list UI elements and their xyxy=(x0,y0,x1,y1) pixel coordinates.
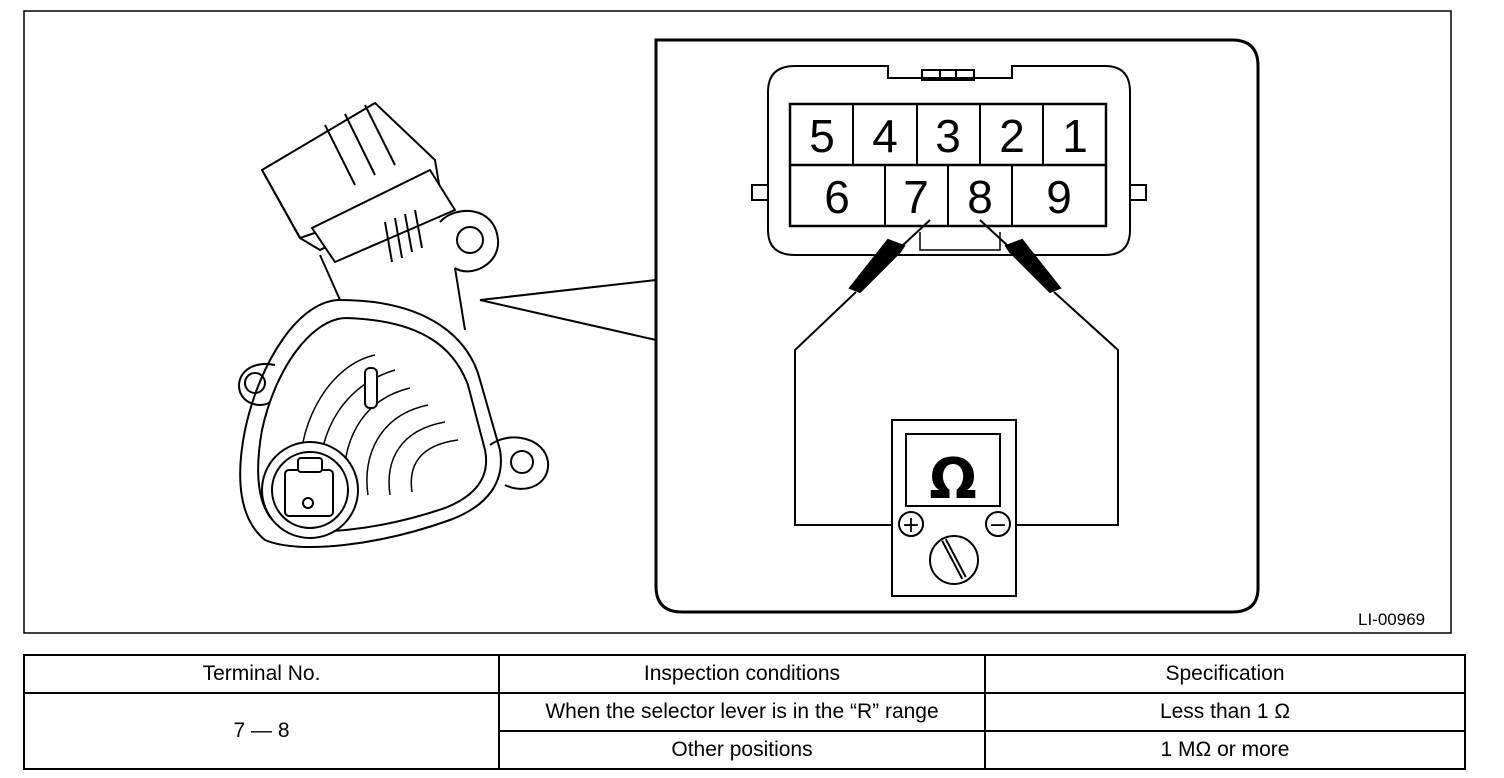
terminal-4: 4 xyxy=(872,110,898,162)
figure-id-label: LI-00969 xyxy=(1358,610,1426,629)
terminal-6: 6 xyxy=(824,171,850,223)
header-terminal-no: Terminal No. xyxy=(23,654,500,694)
ohm-symbol: Ω xyxy=(929,447,977,512)
table-header-row: Terminal No. Inspection conditions Speci… xyxy=(23,654,1466,694)
minus-terminal-icon: − xyxy=(989,513,1007,538)
terminal-1: 1 xyxy=(1062,110,1088,162)
inhibitor-switch-illustration xyxy=(238,102,657,548)
ohmmeter xyxy=(891,419,1017,597)
spec-cell: 1 MΩ or more xyxy=(984,730,1466,770)
condition-cell: When the selector lever is in the “R” ra… xyxy=(498,692,986,732)
terminal-cell: 7 — 8 xyxy=(23,692,500,770)
terminal-2: 2 xyxy=(999,110,1025,162)
terminal-7: 7 xyxy=(903,171,929,223)
spec-cell: Less than 1 Ω xyxy=(984,692,1466,732)
specification-table: Terminal No. Inspection conditions Speci… xyxy=(23,654,1466,770)
condition-cell: Other positions xyxy=(498,730,986,770)
table-row: 7 — 8 When the selector lever is in the … xyxy=(23,692,1466,770)
test-probes xyxy=(794,219,1119,526)
plus-terminal-icon: + xyxy=(902,513,920,538)
terminal-9: 9 xyxy=(1046,171,1072,223)
figure-frame xyxy=(23,10,1452,634)
table-row: Other positions 1 MΩ or more xyxy=(24,730,1466,770)
inspection-diagram: 5 4 3 2 1 6 7 8 9 Ω xyxy=(23,10,1452,634)
header-specification: Specification xyxy=(984,654,1466,694)
connector-housing xyxy=(751,65,1147,256)
header-inspection-conditions: Inspection conditions xyxy=(498,654,986,694)
terminal-3: 3 xyxy=(935,110,961,162)
terminal-8: 8 xyxy=(967,171,993,223)
terminal-5: 5 xyxy=(809,110,835,162)
callout-bubble xyxy=(654,38,1260,614)
